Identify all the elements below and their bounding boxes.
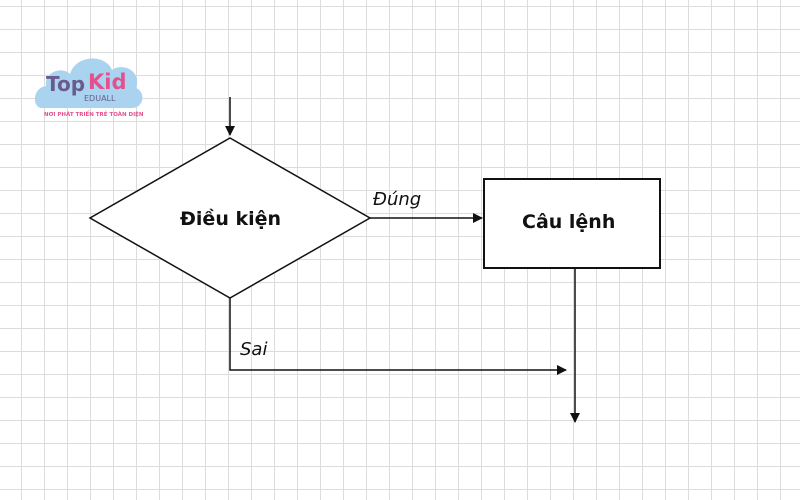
condition-label: Điều kiện xyxy=(180,208,282,230)
statement-label: Câu lệnh xyxy=(522,211,616,233)
true-label: Đúng xyxy=(373,189,422,210)
statement-box xyxy=(483,178,661,269)
logo-kid: Kid xyxy=(88,70,127,94)
false-arrow xyxy=(229,298,567,375)
cloud-shape xyxy=(34,58,143,108)
false-label: Sai xyxy=(240,339,268,360)
logo-top: Top xyxy=(46,72,86,96)
logo-tagline: NƠI PHÁT TRIỂN TRẺ TOÀN DIỆN xyxy=(44,112,144,118)
topkid-logo: Top Kid EDUALL NƠI PHÁT TRIỂN TRẺ TOÀN D… xyxy=(32,46,147,121)
logo-eduall: EDUALL xyxy=(84,94,116,103)
